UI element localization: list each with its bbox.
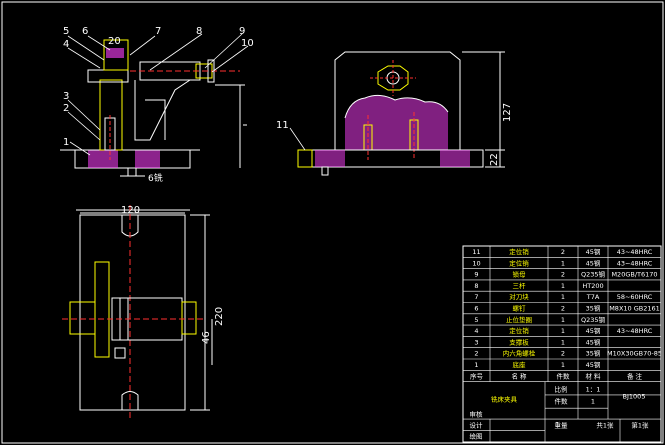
bom-cell-name: 底座 (513, 360, 527, 369)
bom-cell-note: M8X10 GB2161 (609, 305, 660, 313)
bom-cell-qty: 2 (561, 350, 565, 358)
bom-count-value: 1 (591, 397, 595, 405)
bom-cell-material: 35钢 (586, 350, 601, 358)
bom-cell-qty: 1 (561, 282, 565, 290)
bom-cell-no: 9 (474, 271, 478, 279)
bom-cell-qty: 1 (561, 361, 565, 369)
bom-header-name: 名 称 (511, 371, 527, 380)
bom-cell-qty: 2 (561, 271, 565, 279)
bom-cell-qty: 1 (561, 327, 565, 335)
dim-top-height: 220 (214, 307, 225, 326)
bom-cell-no: 6 (474, 305, 478, 313)
callout-20: 20 (108, 36, 121, 47)
side-hatch (345, 95, 448, 150)
top-view (62, 205, 213, 420)
bom-cell-name: 定位销 (509, 258, 529, 267)
bom-cell-material: 45钢 (586, 248, 601, 256)
bom-cell-no: 4 (474, 327, 478, 335)
bom-cell-name: 止位垫圈 (506, 315, 532, 324)
bom-cell-material: HT200 (582, 282, 603, 290)
bom-cell-no: 10 (472, 259, 480, 267)
bom-cell-no: 11 (472, 248, 480, 256)
bom-cell-no: 8 (474, 282, 478, 290)
bom-header-no: 序号 (470, 371, 484, 380)
bom-cell-material: 45钢 (586, 259, 601, 267)
bom-cell-material: 45钢 (586, 361, 601, 369)
bom-scale-label: 比例 (555, 384, 568, 393)
bom-cell-name: 定位销 (509, 247, 529, 256)
callout-8: 8 (196, 26, 202, 37)
bom-cell-note: 43~48HRC (617, 248, 653, 256)
front-base-hatch-2 (135, 150, 160, 168)
bom-cell-name: 三杆 (513, 281, 527, 290)
bom-cell-note: 43~48HRC (617, 259, 653, 267)
callout-3: 3 (63, 91, 69, 102)
bom-cell-no: 2 (474, 350, 478, 358)
callout-2: 2 (63, 103, 69, 114)
bom-cell-material: T7A (586, 293, 600, 301)
bom-scale-value: 1：1 (586, 385, 601, 393)
bom-cell-name: 对刀块 (509, 292, 529, 301)
bom-cell-no: 1 (474, 361, 478, 369)
bom-cell-qty: 1 (561, 316, 565, 324)
callout-11: 11 (276, 120, 289, 131)
front-view (60, 39, 247, 177)
dim-top-offset: 46 (201, 331, 212, 344)
bom-checker-label: 审核 (470, 410, 484, 419)
callout-4: 4 (63, 39, 69, 50)
bom-cell-material: Q235钢 (581, 271, 606, 279)
bom-cell-qty: 1 (561, 293, 565, 301)
callout-5: 5 (63, 26, 69, 37)
bom-count-label: 件数 (555, 396, 569, 405)
top-outline (79, 214, 186, 411)
bom-cell-material: 45钢 (586, 327, 601, 335)
bom-header-qty: 件数 (557, 371, 571, 380)
bom-header-note: 备 注 (627, 371, 643, 380)
bom-cell-qty: 1 (561, 338, 565, 346)
bom-cell-name: 螺钉 (513, 304, 527, 313)
bom-cell-name: 定位销 (509, 326, 529, 335)
bom-cell-note: M20GB/T6170 (611, 271, 657, 279)
bom-cell-material: Q235钢 (581, 316, 606, 324)
front-callout-leaders (67, 33, 249, 156)
bom-title: 铣床夹具 (491, 395, 518, 404)
bom-drawing-no: BJ1005 (623, 393, 646, 401)
bom-weight-label: 重量 (555, 422, 569, 430)
callout-1: 1 (63, 137, 69, 148)
dim-side-height: 127 (502, 103, 513, 122)
callout-9: 9 (239, 26, 245, 37)
side-nut (377, 65, 409, 91)
bom-cell-material: 35钢 (586, 305, 601, 313)
bom-cell-qty: 2 (561, 248, 565, 256)
bom-cell-name: 锁母 (513, 270, 527, 279)
bom-sheet-no: 第1张 (631, 421, 649, 430)
front-base-hatch (88, 150, 118, 168)
bom-cell-name: 内六角螺栓 (503, 349, 536, 358)
bom-sheets-total: 共1张 (596, 421, 614, 430)
callout-6: 6 (82, 26, 88, 37)
bom-drafter-label: 绘图 (470, 431, 483, 440)
bom-cell-no: 5 (474, 316, 478, 324)
support-column (99, 79, 123, 151)
bom-cell-no: 7 (474, 293, 478, 301)
bom-cell-note: 58~60HRC (617, 293, 653, 301)
bom-cell-qty: 2 (561, 305, 565, 313)
side-view (289, 51, 505, 176)
callout-7: 7 (155, 26, 161, 37)
bom-cell-qty: 1 (561, 259, 565, 267)
bom-cell-no: 3 (474, 338, 478, 346)
callout-10: 10 (241, 38, 254, 49)
dim-front-gap: 6铣 (148, 172, 163, 184)
dim-side-base: 22 (489, 153, 500, 166)
bom-design-label: 设计 (470, 421, 484, 430)
bom-cell-note: 43~48HRC (617, 327, 653, 335)
dim-top-width: 120 (121, 205, 140, 216)
bom-cell-name: 支撑板 (509, 337, 529, 346)
bom-header-material: 材 料 (585, 371, 601, 380)
bom-cell-note: M10X30GB70-85 (607, 350, 662, 358)
bom-cell-material: 45钢 (586, 338, 601, 346)
